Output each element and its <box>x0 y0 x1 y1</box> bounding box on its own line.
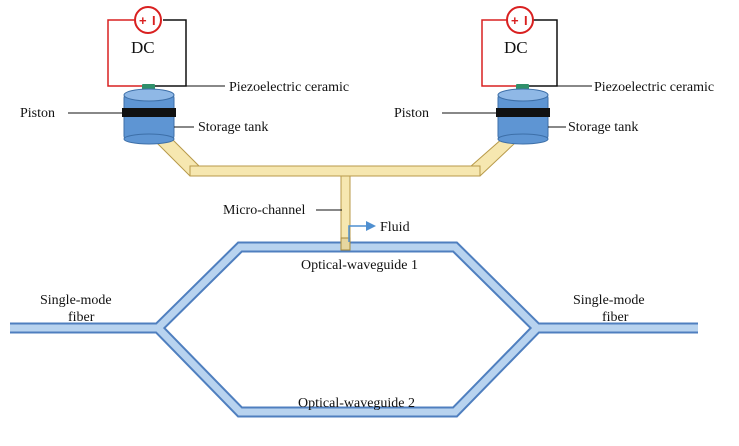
left-piston-label: Piston <box>20 106 55 121</box>
left-circuit-negative-wire <box>155 19 187 87</box>
left-smf-label-line1: Single-mode <box>40 293 112 308</box>
fluid-label: Fluid <box>380 220 410 235</box>
left-piezo-label: Piezoelectric ceramic <box>229 80 349 95</box>
left-circuit-positive-wire <box>107 19 148 87</box>
waveguide-2-label: Optical-waveguide 2 <box>298 396 415 411</box>
left-tank-top <box>123 88 175 102</box>
left-piston <box>122 108 176 117</box>
channel-waveguide-junction <box>340 237 351 251</box>
waveguide-1-label: Optical-waveguide 1 <box>301 258 418 273</box>
right-tank-bottom <box>497 133 549 145</box>
left-dc-plus-sign: + <box>139 13 147 28</box>
right-dc-label: DC <box>504 38 528 57</box>
right-dc-minus-sign: I <box>524 13 528 28</box>
left-tank-bottom <box>123 133 175 145</box>
right-piezo-label: Piezoelectric ceramic <box>594 80 714 95</box>
left-tank-label: Storage tank <box>198 120 268 135</box>
right-dc-source-icon <box>506 6 534 34</box>
right-tank-top <box>497 88 549 102</box>
left-dc-source-icon <box>134 6 162 34</box>
right-circuit-negative-wire <box>528 19 558 87</box>
left-dc-minus-sign: I <box>152 13 156 28</box>
right-tank-label: Storage tank <box>568 120 638 135</box>
left-dc-label: DC <box>131 38 155 57</box>
fluid-arrow-icon <box>348 221 376 242</box>
right-actuator: + I DC <box>442 6 592 145</box>
right-circuit-positive-wire <box>481 19 519 87</box>
right-dc-plus-sign: + <box>511 13 519 28</box>
right-smf-label-line1: Single-mode <box>573 293 645 308</box>
micro-channel-label: Micro-channel <box>223 203 306 218</box>
right-smf-label-line2: fiber <box>602 310 629 325</box>
horizontal-channel <box>189 165 481 177</box>
left-actuator: + I DC <box>68 6 225 145</box>
micro-channel-network <box>140 120 535 251</box>
left-smf-label-line2: fiber <box>68 310 95 325</box>
right-piston-label: Piston <box>394 106 429 121</box>
right-piston <box>496 108 550 117</box>
